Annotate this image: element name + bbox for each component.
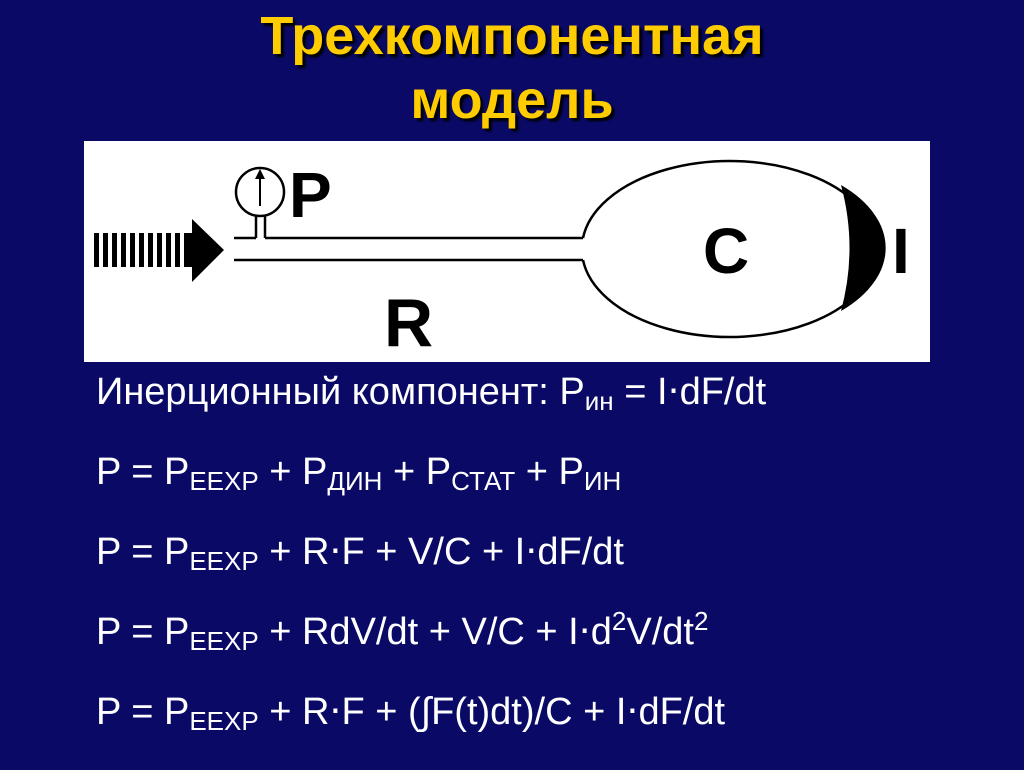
airway-tube [234,236,583,262]
title-line-1: Трехкомпонентная [260,6,764,66]
label-inertance: I [892,215,910,287]
formula-integral-form: P = PEEXP + R⋅F + (∫F(t)dt)/C + I⋅dF/dt [96,691,726,736]
three-component-model-diagram: P C I R [84,141,930,362]
formula-list: Инерционный компонент: Pин = I⋅dF/dt P =… [96,370,996,770]
diagram-drawing [94,159,886,339]
slide-title: Трехкомпонентная модель [0,4,1024,132]
label-compliance: C [703,215,750,287]
formula-pressure-sum: P = PEEXP + PДИН + PСТАТ + PИН [96,451,622,496]
compliance-balloon [581,159,886,339]
inflow-arrow-icon [94,219,224,282]
formula-flow-form: P = PEEXP + R⋅F + V/C + I⋅dF/dt [96,531,624,576]
formula-inertial-component: Инерционный компонент: Pин = I⋅dF/dt [96,371,767,416]
formula-volume-form: P = PEEXP + RdV/dt + V/C + I⋅d2V/dt2 [96,606,709,656]
pressure-gauge-icon [234,166,286,238]
label-pressure: P [289,159,332,231]
title-line-2: модель [410,70,614,130]
label-resistance: R [384,285,434,361]
